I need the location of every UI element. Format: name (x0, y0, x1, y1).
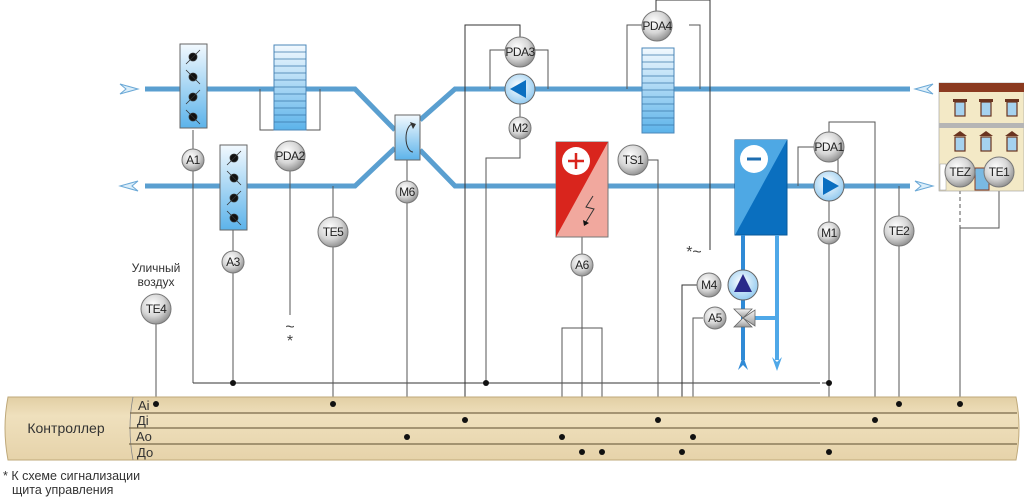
damper-supply[interactable] (219, 144, 248, 231)
svg-text:PDA3: PDA3 (505, 45, 535, 59)
outdoor-air-label-line2: воздух (137, 275, 174, 289)
svg-text:A6: A6 (575, 258, 590, 272)
alarm-mark-left: ~ * (285, 319, 294, 350)
sensor-M2[interactable]: M2 (508, 116, 532, 140)
svg-text:PDA2: PDA2 (275, 149, 305, 163)
svg-text:M1: M1 (821, 226, 837, 240)
supply-air-duct (145, 146, 910, 189)
bus-ai: Ai (138, 398, 150, 413)
svg-text:A3: A3 (226, 255, 241, 269)
electric-heater[interactable] (555, 141, 609, 238)
rotation-icon (405, 123, 414, 153)
exhaust-fan[interactable] (504, 73, 536, 105)
sensor-A1[interactable]: A1 (181, 148, 205, 172)
sensor-M6[interactable]: M6 (395, 180, 419, 204)
sensor-A3[interactable]: A3 (221, 250, 245, 274)
svg-text:PDA1: PDA1 (814, 140, 844, 154)
water-out-arrow-icon (772, 357, 782, 371)
svg-text:PDA4: PDA4 (642, 19, 672, 33)
sensor-PDA2[interactable]: PDA2 (274, 140, 306, 172)
svg-text:~: ~ (285, 319, 294, 336)
connection-dots (153, 380, 963, 455)
svg-text:A1: A1 (186, 153, 201, 167)
supply-outlet-arrow-icon (914, 180, 935, 192)
sensor-TS1[interactable]: TS1 (617, 144, 649, 176)
sensor-TE4[interactable]: TE4 (140, 293, 172, 325)
svg-text:M2: M2 (512, 121, 528, 135)
exhaust-air-duct (145, 86, 910, 132)
fan-direction-left-icon (510, 80, 526, 98)
sensor-M4[interactable]: M4 (696, 272, 722, 298)
three-way-valve[interactable] (733, 308, 756, 328)
outlet-arrow-icon (119, 83, 140, 95)
svg-text:TE1: TE1 (989, 165, 1010, 179)
filter-supply[interactable] (641, 47, 675, 134)
sensor-A5[interactable]: A5 (703, 306, 727, 330)
svg-text:M4: M4 (701, 278, 717, 292)
pump-up-icon (734, 274, 752, 292)
sensor-TEZ[interactable]: TEZ (944, 156, 976, 188)
sensor-PDA3[interactable]: PDA3 (504, 36, 536, 68)
svg-text:TE2: TE2 (889, 224, 910, 238)
footnote-line1: * К схеме сигнализации (3, 469, 140, 483)
sensor-A6[interactable]: A6 (570, 253, 594, 277)
bus-ao: Ao (136, 429, 152, 444)
outdoor-air-label-line1: Уличный (132, 261, 181, 275)
svg-text:*~: *~ (686, 244, 702, 261)
supply-fan[interactable] (813, 170, 845, 202)
footnote-line2: щита управления (12, 483, 113, 497)
fan-direction-right-icon (823, 177, 839, 195)
svg-text:TE5: TE5 (323, 225, 344, 239)
svg-text:*: * (287, 333, 293, 350)
bus-do: До (137, 445, 153, 460)
rotary-recuperator[interactable] (394, 114, 421, 161)
bus-di: Дi (137, 413, 149, 428)
duct-arrows (118, 83, 935, 192)
sensor-M1[interactable]: M1 (817, 221, 841, 245)
building (938, 82, 1024, 192)
cooler[interactable] (734, 139, 788, 236)
return-arrow-icon (913, 83, 934, 95)
sensor-TE2[interactable]: TE2 (883, 215, 915, 247)
sensor-PDA1[interactable]: PDA1 (813, 131, 845, 163)
alarm-mark-right: *~ (686, 244, 702, 261)
signal-wires (155, 0, 1000, 452)
cooling-water-pipes (738, 235, 782, 371)
svg-text:TEZ: TEZ (949, 165, 970, 179)
sensor-TE5[interactable]: TE5 (317, 216, 349, 248)
svg-text:TS1: TS1 (623, 153, 644, 167)
controller-label: Контроллер (27, 420, 104, 436)
svg-text:A5: A5 (708, 311, 723, 325)
water-in-arrow-icon (738, 356, 748, 370)
sensor-TE1[interactable]: TE1 (983, 156, 1015, 188)
lightning-icon (585, 195, 595, 223)
svg-text:TE4: TE4 (146, 302, 167, 316)
filter-exhaust[interactable] (273, 44, 307, 131)
circulation-pump[interactable] (727, 269, 759, 301)
plus-icon (568, 153, 584, 169)
sensor-PDA4[interactable]: PDA4 (641, 10, 673, 42)
damper-exhaust[interactable] (179, 43, 208, 129)
intake-arrow-icon (118, 180, 139, 192)
svg-text:M6: M6 (399, 185, 415, 199)
controller[interactable]: Контроллер Ai Дi Ao До (4, 396, 1020, 461)
